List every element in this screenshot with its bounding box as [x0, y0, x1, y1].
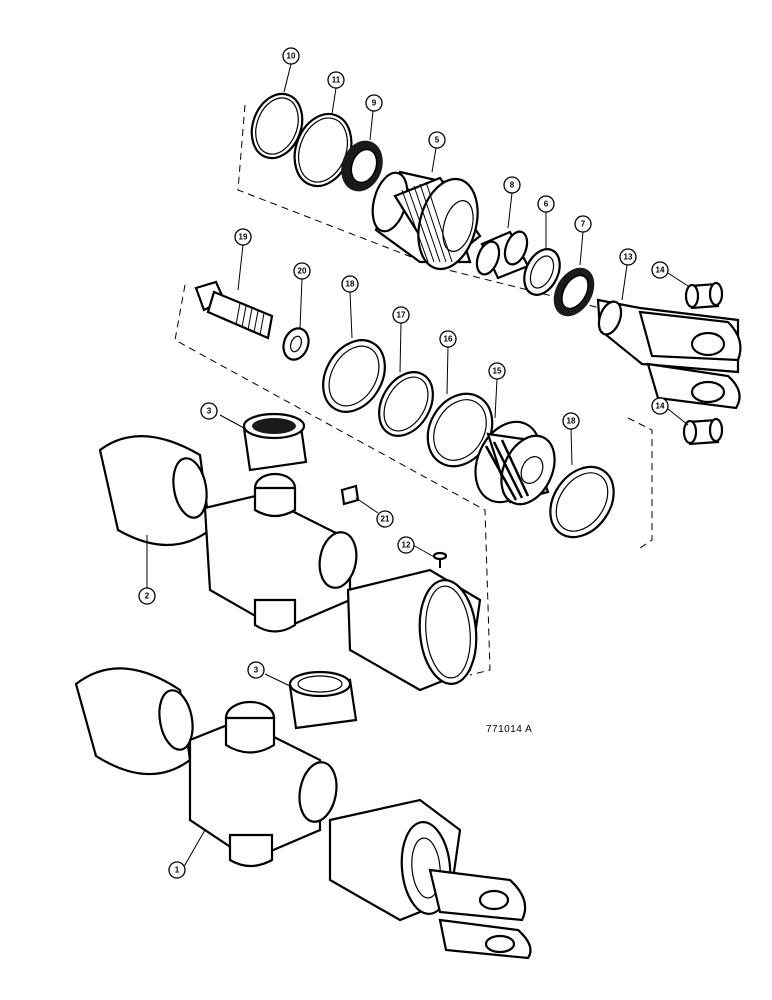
svg-text:7: 7: [581, 220, 586, 229]
rod-and-clevis-13: [596, 298, 742, 410]
dashed-outline-lower: [174, 284, 491, 676]
svg-text:20: 20: [298, 267, 307, 276]
callout-20: 20: [293, 262, 311, 280]
callout-16: 16: [439, 330, 457, 348]
svg-text:13: 13: [624, 253, 633, 262]
svg-text:3: 3: [254, 666, 259, 675]
svg-text:2: 2: [145, 592, 150, 601]
callout-12: 12: [397, 536, 415, 554]
seal-7: [553, 267, 595, 317]
callout-2: 2: [138, 587, 156, 605]
svg-text:6: 6: [544, 200, 549, 209]
svg-text:18: 18: [346, 280, 355, 289]
wear-ring-18-upper: [322, 339, 386, 413]
callout-6: 6: [537, 195, 555, 213]
leader-lines: [146, 63, 689, 871]
wear-ring-18-lower: [549, 465, 615, 539]
ring-16: [426, 392, 494, 468]
bushing-14-upper: [684, 281, 724, 310]
callout-17: 17: [392, 306, 410, 324]
washer-20: [282, 327, 310, 361]
svg-text:15: 15: [493, 367, 502, 376]
svg-text:9: 9: [372, 99, 377, 108]
callout-14-upper: 14: [651, 261, 669, 279]
svg-text:16: 16: [444, 335, 453, 344]
callout-9: 9: [365, 94, 383, 112]
dashed-outline-right: [627, 417, 653, 549]
ring-17: [378, 371, 434, 437]
gland-5: [371, 170, 482, 271]
callout-10: 10: [282, 47, 300, 65]
screw-12: [432, 551, 448, 568]
callout-19: 19: [234, 228, 252, 246]
svg-text:12: 12: [402, 541, 411, 550]
cylinder-2: [98, 435, 482, 692]
bushing-14-lower: [682, 417, 724, 446]
ring-6: [523, 248, 561, 296]
callout-7: 7: [574, 215, 592, 233]
callout-21: 21: [376, 510, 394, 528]
callout-8: 8: [503, 176, 521, 194]
svg-text:17: 17: [397, 311, 406, 320]
fitting-21: [340, 484, 360, 506]
callout-3-upper: 3: [200, 402, 218, 420]
svg-text:21: 21: [381, 515, 390, 524]
bushing-3-lower: [288, 670, 358, 730]
callout-15: 15: [488, 362, 506, 380]
svg-text:10: 10: [287, 52, 296, 61]
callout-5: 5: [428, 131, 446, 149]
callout-3-lower: 3: [247, 661, 265, 679]
svg-text:18: 18: [567, 417, 576, 426]
svg-text:1: 1: [175, 866, 180, 875]
svg-text:14: 14: [656, 402, 665, 411]
svg-text:5: 5: [435, 136, 440, 145]
piston-15: [474, 420, 556, 506]
ring-10: [250, 92, 304, 160]
callout-1: 1: [168, 861, 186, 879]
cylinder-1: [74, 667, 532, 960]
bolt-19: [194, 280, 274, 340]
svg-text:11: 11: [332, 76, 341, 85]
svg-text:14: 14: [656, 266, 665, 275]
drawing-id: 771014 A: [486, 724, 533, 735]
svg-text:19: 19: [239, 233, 248, 242]
callout-14-lower: 14: [651, 397, 669, 415]
seal-9: [341, 140, 383, 192]
callout-18-upper: 18: [341, 275, 359, 293]
callout-13: 13: [619, 248, 637, 266]
bushing-8: [475, 230, 530, 280]
bushing-3-upper: [242, 412, 308, 472]
svg-text:3: 3: [207, 407, 212, 416]
svg-text:8: 8: [510, 181, 515, 190]
callout-18-lower: 18: [562, 412, 580, 430]
callout-11: 11: [327, 71, 345, 89]
